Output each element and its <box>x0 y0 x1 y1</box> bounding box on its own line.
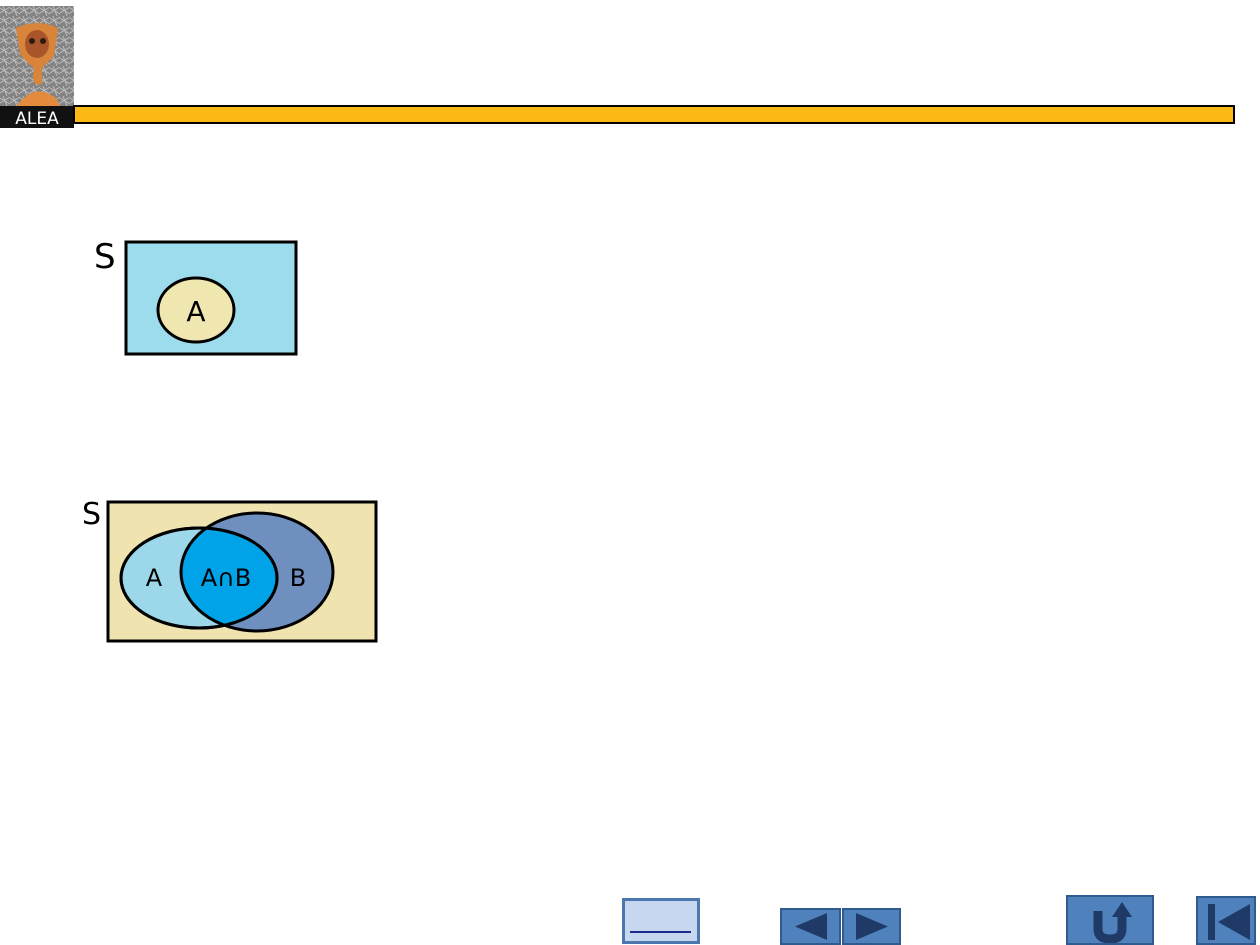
diagram2-b-label: B <box>290 564 306 592</box>
diagram1-set-label: S <box>94 237 116 277</box>
skip-to-start-icon <box>1208 904 1250 940</box>
right-triangle-icon <box>856 913 888 940</box>
link-button[interactable] <box>622 898 700 944</box>
diagram2-set-a-outline <box>119 526 279 630</box>
return-button[interactable] <box>1066 895 1154 945</box>
header-bar <box>73 105 1235 124</box>
diagram2-intersection <box>181 528 277 628</box>
venn-diagram-intersection: S A A∩B B <box>76 494 386 646</box>
alea-logo: ALEA <box>0 6 74 128</box>
diagram2-set-b-outline <box>179 528 277 628</box>
left-triangle-icon <box>795 913 827 940</box>
first-slide-button[interactable] <box>1196 896 1256 945</box>
underline-link-icon <box>630 931 691 933</box>
diagram1-event-label: A <box>186 295 205 328</box>
diagram2-set-label: S <box>82 497 101 532</box>
diagram1-event-a <box>156 276 236 344</box>
venn-diagram-single: S A <box>90 232 305 360</box>
next-button[interactable] <box>842 908 901 945</box>
logo-text: ALEA <box>15 109 59 128</box>
u-turn-arrow-icon <box>1093 902 1132 943</box>
diagram2-intersection-label: A∩B <box>201 564 251 592</box>
diagram2-a-label: A <box>146 564 163 592</box>
previous-button[interactable] <box>780 908 841 945</box>
